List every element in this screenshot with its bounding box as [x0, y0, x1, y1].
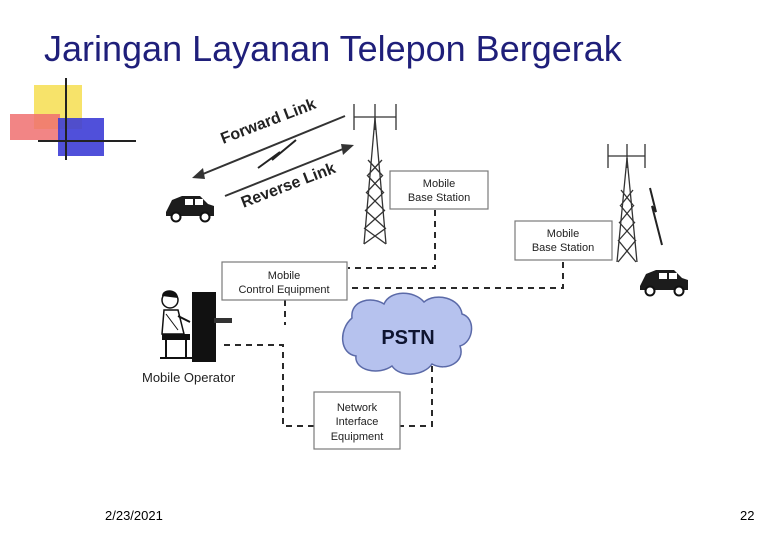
- base-station-label-line2: Base Station: [408, 192, 470, 204]
- pstn-cloud: PSTN: [342, 292, 473, 375]
- connection-lines: [224, 210, 564, 427]
- network-interface-equipment-box: Network Interface Equipment: [313, 391, 401, 450]
- pstn-label: PSTN: [381, 327, 434, 349]
- network-interface-label-line2: Interface: [336, 416, 379, 428]
- decorative-corner-logo: [10, 78, 136, 160]
- reverse-link-arrow: Reverse Link: [224, 144, 354, 212]
- mobile-operator-label: Mobile Operator: [142, 370, 236, 385]
- slide-date: 2/23/2021: [105, 508, 163, 523]
- network-interface-label-line1: Network: [337, 402, 378, 414]
- car-icon-2: [640, 270, 688, 297]
- radio-signal-icon-2: [649, 187, 663, 246]
- mobile-base-station-box-2: Mobile Base Station: [514, 220, 613, 261]
- reverse-link-label: Reverse Link: [239, 160, 338, 212]
- control-equipment-label-line2: Control Equipment: [238, 284, 329, 296]
- radio-signal-icon: [257, 139, 297, 169]
- antenna-tower-icon: [353, 104, 397, 245]
- antenna-tower-icon-2: [607, 144, 646, 263]
- control-equipment-label-line1: Mobile: [268, 270, 300, 282]
- mobile-control-equipment-box: Mobile Control Equipment: [221, 261, 348, 301]
- slide-page-number: 22: [740, 508, 755, 523]
- base-station-2-label-line2: Base Station: [532, 242, 594, 254]
- operator-icon: [160, 290, 232, 362]
- base-station-label-line1: Mobile: [423, 178, 455, 190]
- base-station-2-label-line1: Mobile: [547, 228, 579, 240]
- slide-title: Jaringan Layanan Telepon Bergerak: [44, 28, 622, 69]
- car-icon: [166, 196, 214, 223]
- mobile-base-station-box: Mobile Base Station: [389, 170, 489, 210]
- forward-link-label: Forward Link: [218, 96, 318, 148]
- network-interface-label-line3: Equipment: [331, 431, 384, 443]
